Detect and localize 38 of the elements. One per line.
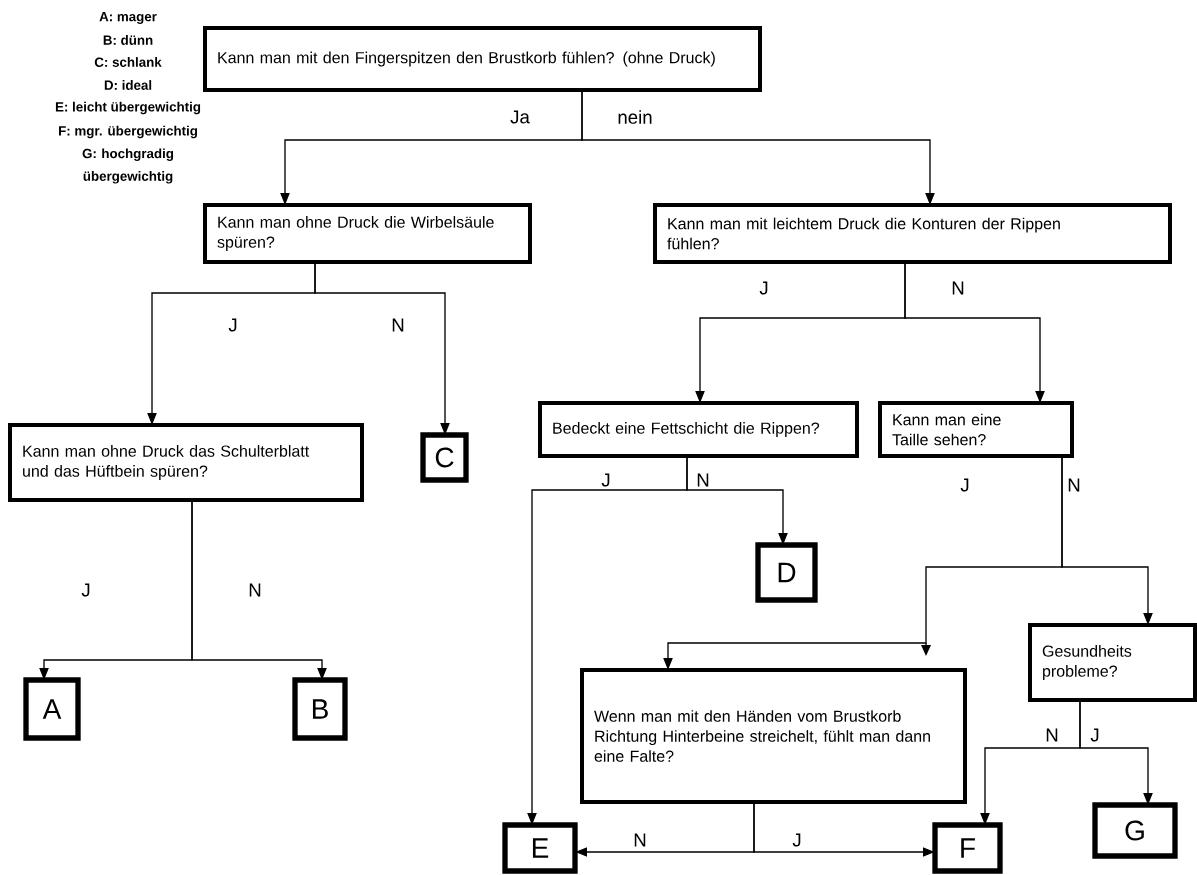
- answer-box: C: [420, 432, 469, 483]
- legend-text: D: ideal: [104, 80, 152, 90]
- answer-box: G: [1092, 802, 1178, 859]
- question-box: Gesundheits probleme?: [1028, 623, 1197, 702]
- edge-label: Ja: [508, 109, 532, 125]
- answer-box: F: [932, 822, 1003, 874]
- answer-box: E: [502, 822, 578, 874]
- question-box: Kann man ohne Druck die Wirbelsäule spüren?: [203, 203, 532, 264]
- answer-box: A: [23, 677, 81, 741]
- legend-text: A: mager: [99, 12, 157, 24]
- question-box: Wenn man mit den Händen vom Brustkorb Richtung Hinterbeine streichelt, fühlt man dann eine Falte?: [580, 668, 967, 804]
- edge-label: J: [80, 582, 92, 598]
- legend-text: B: dünn: [103, 35, 153, 45]
- edge-label: nein: [616, 108, 654, 126]
- edge-label: J: [959, 477, 971, 493]
- legend-text: G: hochgradig übergewichtig: [82, 148, 174, 184]
- edge-label: N: [1043, 727, 1061, 743]
- question-box: Kann man ohne Druck das Schulterblatt und das Hüftbein spüren?: [8, 423, 364, 502]
- edge-label: J: [791, 832, 803, 848]
- answer-box: D: [755, 542, 818, 603]
- question-box: Kann man eine Taille sehen?: [878, 401, 1074, 458]
- legend-text: F: mgr. übergewichtig: [59, 125, 197, 139]
- edge-label: J: [758, 280, 770, 296]
- legend-text: E: leicht übergewichtig: [55, 101, 201, 115]
- answer-box: B: [292, 677, 348, 741]
- edge-label: N: [246, 582, 264, 598]
- edge-label: N: [949, 280, 967, 296]
- edge-label: J: [600, 472, 612, 488]
- legend-text: C: schlank: [94, 57, 162, 67]
- edge-label: N: [389, 317, 407, 333]
- edge-label: N: [1065, 477, 1083, 493]
- question-box: Kann man mit leichtem Druck die Konturen der Rippen fühlen?: [653, 203, 1172, 264]
- edge-label: J: [1089, 727, 1101, 743]
- edge-label: N: [631, 832, 649, 848]
- edge-label: N: [694, 472, 712, 488]
- question-box: Bedeckt eine Fettschicht die Rippen?: [538, 401, 859, 458]
- edge-label: J: [227, 317, 239, 333]
- question-box: Kann man mit den Fingerspitzen den Brustkorb fühlen? (ohne Druck): [203, 26, 762, 92]
